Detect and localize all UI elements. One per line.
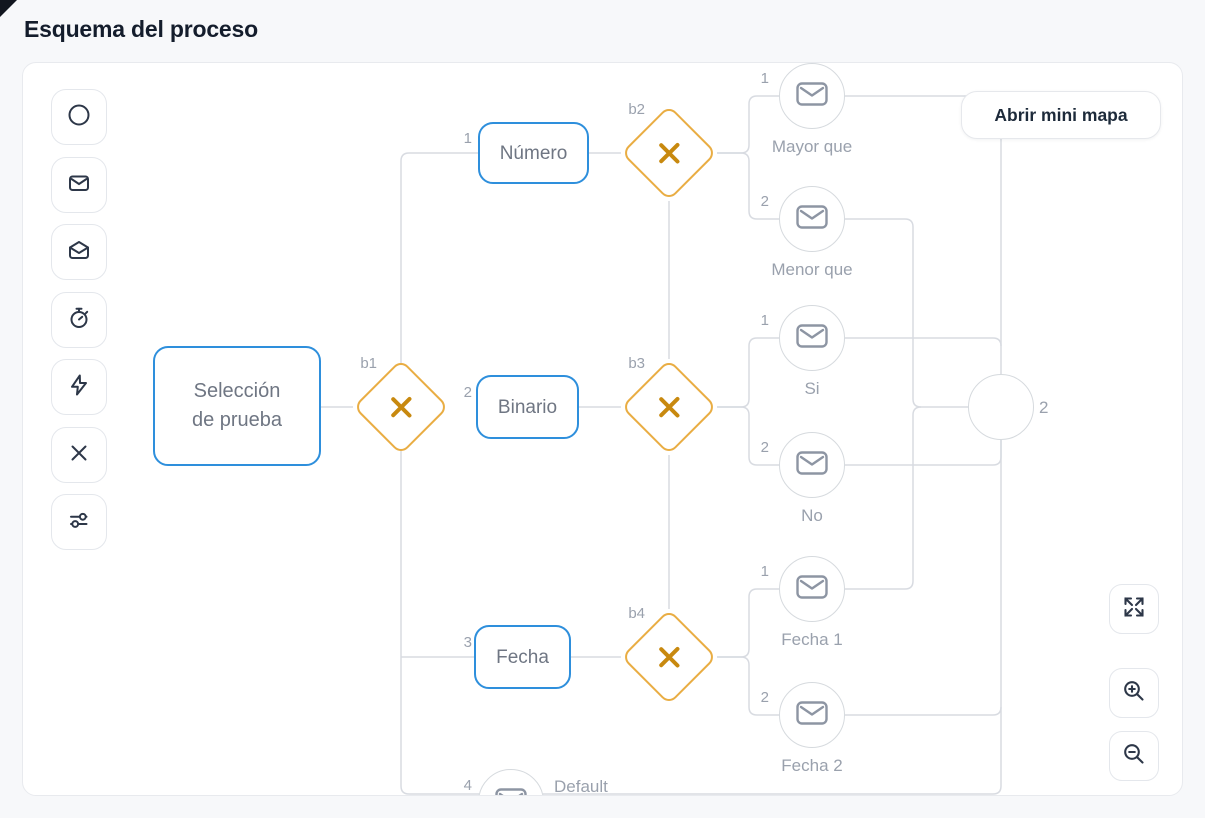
close-icon xyxy=(67,441,91,470)
gateway-label: b3 xyxy=(628,355,645,372)
lightning-icon xyxy=(67,373,91,402)
palette-timer-button[interactable] xyxy=(51,292,107,348)
page-title: Esquema del proceso xyxy=(24,16,258,42)
node-label: de prueba xyxy=(191,409,283,431)
event-number: 2 xyxy=(760,689,769,706)
envelope-icon xyxy=(494,786,528,795)
end-event-label: 2 xyxy=(1039,398,1049,417)
branch-number: 1 xyxy=(463,130,472,147)
envelope-icon xyxy=(795,322,829,355)
gateway-label: b2 xyxy=(628,101,645,118)
event-number: 2 xyxy=(760,193,769,210)
event-mayor-que[interactable] xyxy=(779,63,845,129)
palette-message-button[interactable] xyxy=(51,157,107,213)
zoom-out-button[interactable] xyxy=(1109,731,1159,781)
palette-trigger-button[interactable] xyxy=(51,359,107,415)
envelope-icon xyxy=(795,203,829,236)
event-end[interactable] xyxy=(968,374,1034,440)
node-seleccion-de-prueba[interactable]: Selección de prueba xyxy=(153,346,321,466)
node-binario[interactable]: Binario xyxy=(476,375,579,439)
branch-number: 3 xyxy=(463,634,472,651)
envelope-icon xyxy=(795,80,829,113)
event-si[interactable] xyxy=(779,305,845,371)
event-label: No xyxy=(801,506,823,525)
fullscreen-icon xyxy=(1122,595,1146,624)
palette-open-message-button[interactable] xyxy=(51,224,107,280)
envelope-icon xyxy=(67,171,91,200)
event-label: Si xyxy=(804,379,820,398)
window-corner xyxy=(0,0,17,17)
fullscreen-button[interactable] xyxy=(1109,584,1159,634)
event-fecha-1[interactable] xyxy=(779,556,845,622)
palette-start-event-button[interactable] xyxy=(51,89,107,145)
palette-settings-button[interactable] xyxy=(51,494,107,550)
node-numero[interactable]: Número xyxy=(478,122,589,184)
envelope-icon xyxy=(795,449,829,482)
node-label: Fecha xyxy=(496,646,549,668)
node-label: Selección xyxy=(193,380,281,402)
envelope-open-icon xyxy=(67,238,91,267)
zoom-in-button[interactable] xyxy=(1109,668,1159,718)
node-fecha[interactable]: Fecha xyxy=(474,625,571,689)
gateway-label: b4 xyxy=(628,605,645,622)
event-label: Menor que xyxy=(771,260,853,279)
event-label: Fecha 1 xyxy=(781,630,843,649)
gateway-label: b1 xyxy=(360,355,377,372)
envelope-icon xyxy=(795,573,829,606)
circle-event-icon xyxy=(67,103,91,132)
event-number: 1 xyxy=(760,563,769,580)
zoom-out-icon xyxy=(1122,742,1146,771)
event-label: Fecha 2 xyxy=(781,756,843,775)
branch-number: 2 xyxy=(463,384,472,401)
event-number: 1 xyxy=(760,312,769,329)
sliders-icon xyxy=(67,508,91,537)
event-number: 1 xyxy=(760,70,769,87)
event-no[interactable] xyxy=(779,432,845,498)
process-canvas[interactable]: Selección de prueba Número Binario Fecha xyxy=(22,62,1183,796)
branch-number: 4 xyxy=(463,777,472,794)
event-label: Mayor que xyxy=(771,137,853,156)
event-label: Default xyxy=(554,777,608,796)
event-menor-que[interactable] xyxy=(779,186,845,252)
zoom-in-icon xyxy=(1122,679,1146,708)
event-number: 2 xyxy=(760,439,769,456)
palette-close-button[interactable] xyxy=(51,427,107,483)
stopwatch-icon xyxy=(67,306,91,335)
node-label: Número xyxy=(499,142,568,164)
node-label: Binario xyxy=(497,396,558,418)
envelope-icon xyxy=(795,699,829,732)
open-minimap-button[interactable]: Abrir mini mapa xyxy=(961,91,1161,139)
event-fecha-2[interactable] xyxy=(779,682,845,748)
connectors xyxy=(321,95,1002,795)
